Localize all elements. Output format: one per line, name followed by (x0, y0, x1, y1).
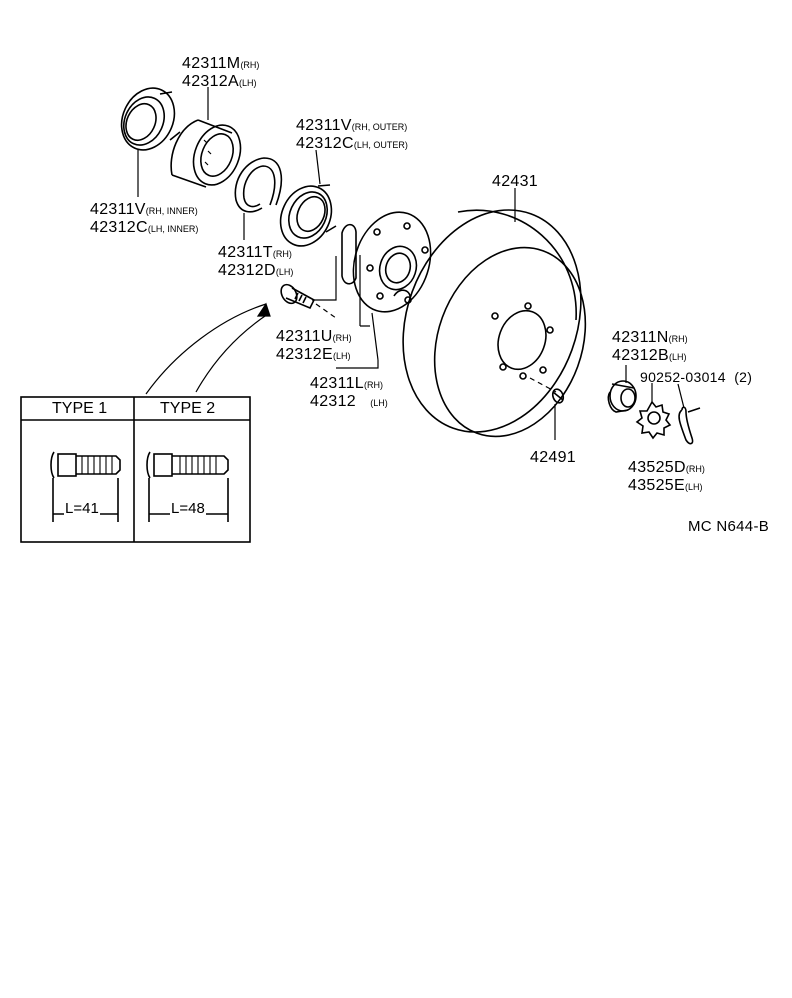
callout-disc-screw: 42491 (530, 449, 576, 466)
type1-label: TYPE 1 (52, 400, 108, 417)
callout-cotter-pin: 90252-03014 (2) (640, 369, 753, 385)
axle-hub (341, 211, 432, 313)
callout-outer-seal: 42311V(RH, OUTER) 42312C(LH, OUTER) (296, 117, 408, 152)
diagram-code: MC N644-B (688, 518, 770, 535)
wheel-bearing (170, 119, 242, 188)
type1-stud-drawing (50, 451, 121, 522)
type2-length: L=48 (170, 500, 206, 517)
callout-bearing: 42311M(RH) 42312A(LH) (182, 55, 260, 90)
callout-inner-seal: 42311V(RH, INNER) 42312C(LH, INNER) (90, 201, 199, 236)
leader-lines (137, 87, 685, 440)
callout-hub-nut: 42311N(RH) 42312B(LH) (612, 329, 688, 364)
disc-screw (551, 388, 565, 404)
callout-snap-ring: 42311T(RH) 42312D(LH) (218, 244, 294, 279)
cotter-pin (678, 406, 701, 445)
inner-oil-seal (120, 87, 181, 151)
type1-length: L=41 (64, 500, 100, 517)
callout-axle-hub: 42311L(RH) 42312 (LH) (310, 375, 388, 410)
outer-oil-seal (279, 184, 337, 247)
nut-lock-cap (635, 400, 672, 440)
brake-disc (402, 209, 587, 438)
callout-disc: 42431 (492, 173, 538, 190)
hub-nut (607, 380, 637, 413)
type2-stud-drawing (146, 451, 229, 522)
bolt-type-table (20, 396, 251, 543)
snap-ring (234, 157, 283, 213)
callout-hub-bolt: 42311U(RH) 42312E(LH) (276, 328, 352, 363)
hub-bolt (280, 283, 316, 310)
type2-label: TYPE 2 (160, 400, 216, 417)
callout-lock-cap: 43525D(RH) 43525E(LH) (628, 459, 705, 494)
